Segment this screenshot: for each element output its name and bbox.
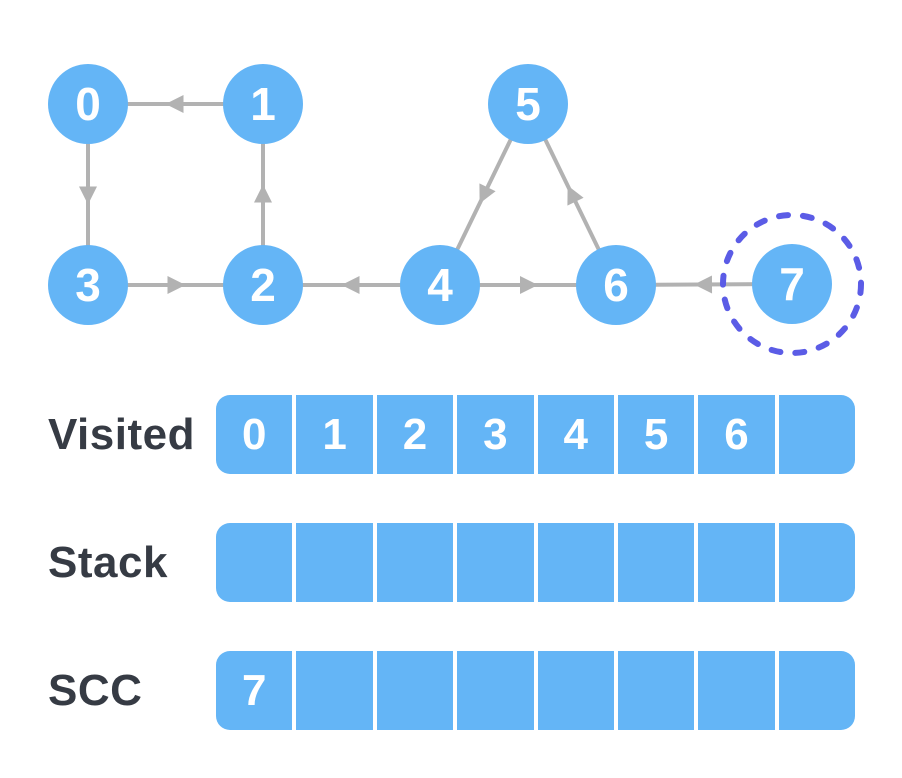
array-cell: [778, 651, 855, 730]
edge-arrowhead: [520, 276, 538, 294]
graph-node-label-7: 7: [779, 258, 805, 310]
graph-node-label-5: 5: [515, 78, 541, 130]
array-cell: [457, 651, 534, 730]
array-cell: [216, 523, 293, 602]
array-cell: [296, 651, 373, 730]
array-cell: [698, 523, 775, 602]
graph-node-label-6: 6: [603, 259, 629, 311]
graph-node-4: [400, 245, 480, 325]
edge-arrowhead: [167, 276, 186, 294]
stack-label: Stack: [48, 537, 168, 587]
array-cell: [376, 523, 454, 602]
array-cell: [376, 651, 454, 730]
array-cell: 3: [457, 395, 534, 474]
array-cell: [296, 523, 373, 602]
edge-arrowhead: [165, 95, 184, 113]
scc-array: 7: [216, 651, 855, 730]
graph-node-1: [223, 64, 303, 144]
array-cell: 6: [698, 395, 775, 474]
array-cell: 7: [216, 651, 293, 730]
highlight-ring: [720, 212, 864, 356]
edge-arrowhead: [341, 276, 360, 294]
edge-arrowhead: [694, 275, 713, 294]
array-cell: [457, 523, 534, 602]
array-cell: 0: [216, 395, 293, 474]
array-cell: 4: [537, 395, 614, 474]
graph-node-label-0: 0: [75, 78, 101, 130]
array-cell: [778, 523, 855, 602]
array-cell: 1: [296, 395, 373, 474]
array-cell: [537, 651, 614, 730]
graph-node-6: [576, 245, 656, 325]
graph-node-label-1: 1: [250, 78, 276, 130]
graph-node-2: [223, 245, 303, 325]
graph-node-0: [48, 64, 128, 144]
edge-arrowhead: [567, 185, 584, 206]
stack-array: [216, 523, 855, 602]
array-cell: 2: [376, 395, 454, 474]
array-cell: [617, 523, 695, 602]
array-cell: [617, 651, 695, 730]
scc-label: SCC: [48, 665, 143, 715]
array-cell: [537, 523, 614, 602]
array-cell: [778, 395, 855, 474]
stack-row: Stack: [0, 523, 902, 602]
edge-arrowhead: [79, 186, 97, 205]
graph-node-7: [752, 244, 832, 324]
visited-label: Visited: [48, 409, 195, 459]
graph-node-label-3: 3: [75, 259, 101, 311]
edge-arrowhead: [479, 183, 496, 204]
graph-node-3: [48, 245, 128, 325]
graph-node-label-2: 2: [250, 259, 276, 311]
graph-canvas: 0 1 5 3 2 4 6 7: [48, 64, 864, 356]
array-cell: [698, 651, 775, 730]
array-cell: 5: [617, 395, 695, 474]
edge-arrowhead: [254, 184, 272, 203]
graph-node-label-4: 4: [427, 259, 453, 311]
scc-row: SCC 7: [0, 651, 902, 730]
graph-node-5: [488, 64, 568, 144]
